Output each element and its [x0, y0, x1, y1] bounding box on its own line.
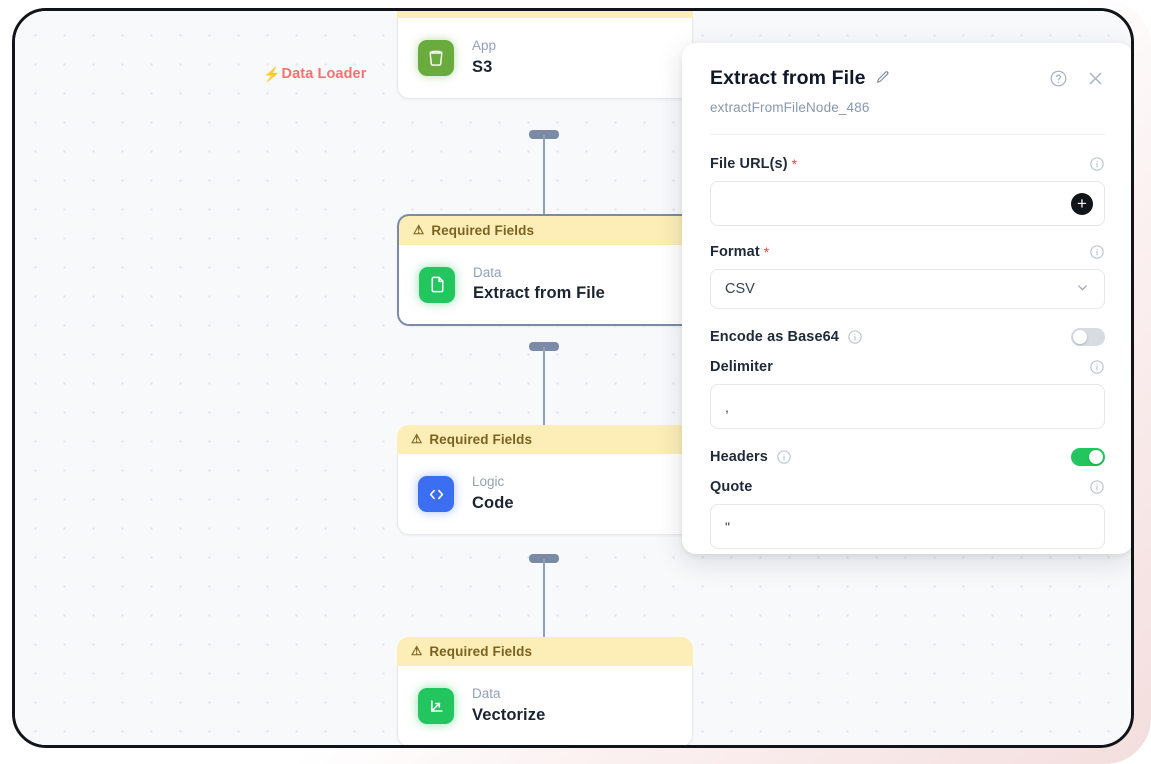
app-screen: ⚡ Data Loader ⚠ Required Fields	[12, 8, 1134, 748]
warning-triangle-icon: ⚠	[413, 223, 425, 238]
panel-header: Extract from File	[682, 43, 1131, 115]
node-warning-text: Required Fields	[429, 432, 533, 447]
delimiter-input[interactable]: ,	[710, 384, 1105, 429]
panel-body: File URL(s) * + Format *	[682, 135, 1131, 549]
info-icon[interactable]	[1089, 479, 1105, 495]
node-warning-banner: ⚠ Required Fields	[397, 8, 693, 18]
node-category: Data	[472, 686, 501, 702]
field-label-text: Format	[710, 244, 760, 260]
info-icon[interactable]	[1089, 359, 1105, 375]
node-warning-banner: ⚠ Required Fields	[397, 425, 693, 454]
format-value: CSV	[725, 281, 755, 297]
node-category: Logic	[472, 474, 505, 490]
node-handle[interactable]	[529, 130, 559, 139]
node-handle[interactable]	[529, 342, 559, 351]
node-text: Data Vectorize	[472, 685, 545, 726]
node-title: Vectorize	[472, 705, 546, 724]
node-text: App S3	[472, 37, 496, 78]
chevron-down-icon	[1075, 280, 1090, 299]
encode-base64-toggle[interactable]	[1071, 328, 1105, 346]
toggle-knob	[1073, 330, 1087, 344]
headers-toggle[interactable]	[1071, 448, 1105, 466]
add-file-url-button[interactable]: +	[1071, 192, 1093, 215]
node-body[interactable]: Data Extract from File	[397, 245, 693, 326]
required-asterisk: *	[763, 244, 770, 260]
connector-line	[543, 347, 545, 429]
field-label-delimiter: Delimiter	[710, 359, 1105, 375]
pencil-icon[interactable]	[875, 70, 890, 90]
node-category: App	[472, 38, 497, 54]
quote-input[interactable]: "	[710, 504, 1105, 549]
warning-triangle-icon: ⚠	[411, 432, 423, 447]
field-label-text: Encode as Base64	[710, 329, 839, 345]
connector-line	[543, 559, 545, 641]
field-label-text: Quote	[710, 479, 753, 495]
node-title: Code	[472, 493, 514, 512]
lightning-bolt-icon: ⚡	[263, 66, 281, 82]
node-body[interactable]: App S3	[397, 18, 693, 99]
file-urls-input[interactable]: +	[710, 181, 1105, 226]
node-body[interactable]: Logic Code	[397, 454, 693, 535]
field-label-text: Headers	[710, 449, 768, 465]
info-icon[interactable]	[776, 449, 792, 465]
s3-bucket-icon	[418, 40, 454, 76]
warning-triangle-icon: ⚠	[411, 644, 423, 659]
node-text: Data Extract from File	[473, 264, 605, 305]
field-label-quote: Quote	[710, 479, 1105, 495]
node-warning-banner: ⚠ Required Fields	[397, 637, 693, 666]
field-row-headers: Headers	[710, 448, 1105, 466]
format-select[interactable]: CSV	[710, 269, 1105, 309]
flow-node-vectorize[interactable]: ⚠ Required Fields Data Vectorize	[397, 637, 693, 745]
field-label-text: Delimiter	[710, 359, 773, 375]
node-warning-banner: ⚠ Required Fields	[397, 214, 693, 245]
node-title: S3	[472, 57, 493, 76]
connector-line	[543, 135, 545, 217]
node-warning-text: Required Fields	[431, 223, 535, 238]
question-circle-icon[interactable]	[1049, 69, 1068, 93]
document-icon	[419, 266, 455, 303]
flow-node-extract-from-file[interactable]: ⚠ Required Fields Data Extract from File	[397, 214, 693, 326]
required-asterisk: *	[791, 156, 798, 172]
quote-value: "	[725, 518, 730, 535]
field-row-encode-base64: Encode as Base64	[710, 328, 1105, 346]
node-body[interactable]: Data Vectorize	[397, 666, 693, 745]
info-icon[interactable]	[847, 329, 863, 345]
field-label-file-urls: File URL(s) *	[710, 156, 1105, 172]
info-icon[interactable]	[1089, 156, 1105, 172]
node-category: Data	[473, 264, 502, 280]
delimiter-value: ,	[725, 398, 729, 415]
flow-node-code[interactable]: ⚠ Required Fields Logic Code	[397, 425, 693, 535]
info-icon[interactable]	[1089, 244, 1105, 260]
field-label-format: Format *	[710, 244, 1105, 260]
vector-axes-icon	[418, 688, 454, 724]
group-label-text: Data Loader	[281, 66, 367, 82]
close-icon[interactable]	[1086, 69, 1105, 93]
panel-subtitle: extractFromFileNode_486	[710, 100, 870, 115]
node-settings-panel: Extract from File	[682, 43, 1131, 554]
flow-node-s3[interactable]: ⚠ Required Fields App S3	[397, 8, 693, 99]
field-label-text: File URL(s)	[710, 156, 788, 172]
panel-title: Extract from File	[710, 67, 866, 89]
node-handle[interactable]	[529, 554, 559, 563]
node-title: Extract from File	[473, 284, 605, 303]
group-label-data-loader: ⚡ Data Loader	[263, 66, 366, 82]
toggle-knob	[1089, 450, 1103, 464]
code-brackets-icon	[418, 476, 454, 512]
node-warning-text: Required Fields	[429, 644, 533, 659]
panel-divider	[710, 134, 1105, 135]
warning-triangle-icon: ⚠	[411, 8, 422, 10]
node-text: Logic Code	[472, 473, 514, 514]
node-warning-text: Required Fields	[429, 8, 532, 11]
